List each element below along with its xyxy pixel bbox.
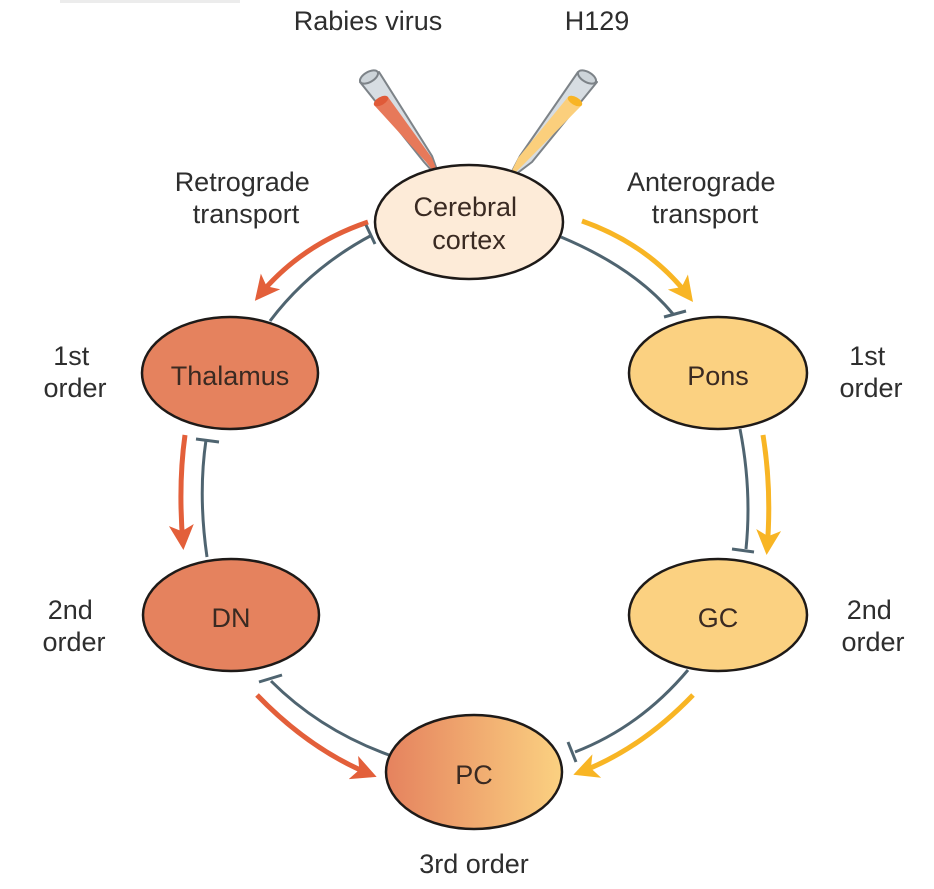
- inhibitory-bar: [195, 437, 220, 444]
- svg-text:Pons: Pons: [687, 361, 749, 391]
- cropped-header-fragment: [60, 0, 240, 3]
- svg-text:DN: DN: [212, 603, 251, 633]
- h129-syringe-icon: [506, 69, 598, 182]
- h129-label: H129: [565, 6, 630, 36]
- inhibitory-line-cortex-pons: [560, 235, 675, 315]
- node-thalamus: Thalamus: [140, 315, 320, 431]
- retrograde-arrow-thalamus-dn: [168, 434, 194, 550]
- node-pons: Pons: [627, 315, 809, 431]
- inhibitory-line-thalamus-cortex: [268, 233, 373, 322]
- inhibitory-bar: [258, 673, 283, 684]
- node-cerebral-cortex: Cerebral cortex: [373, 163, 565, 281]
- inhibitory-bar: [566, 741, 578, 763]
- inhibitory-line-dn-thalamus: [200, 439, 209, 558]
- svg-text:PC: PC: [455, 760, 493, 790]
- retrograde-transport-label: Retrograde transport: [175, 167, 318, 229]
- svg-text:GC: GC: [698, 603, 739, 633]
- inhibitory-bar: [663, 309, 687, 319]
- anterograde-arrow-gc-pc: [573, 693, 695, 778]
- node-pc: PC: [384, 713, 564, 831]
- inhibitory-line-gc-pc: [574, 669, 690, 754]
- inhibitory-bar: [364, 224, 377, 245]
- rabies-virus-label: Rabies virus: [294, 6, 443, 36]
- node-gc: GC: [627, 557, 809, 673]
- retrograde-arrow-dn-pc: [255, 693, 377, 780]
- inhibitory-bar: [731, 547, 755, 554]
- svg-text:Thalamus: Thalamus: [171, 361, 290, 391]
- inhibitory-line-pc-dn: [269, 679, 390, 757]
- svg-text:Cerebral cortex: Cerebral cortex: [413, 192, 524, 255]
- order-label-right-1st: 1st order: [839, 341, 902, 403]
- node-dn: DN: [141, 557, 321, 673]
- inhibitory-line-pons-gc: [738, 428, 750, 550]
- rabies-syringe-icon: [358, 69, 442, 182]
- order-label-right-2nd: 2nd order: [841, 595, 904, 657]
- order-label-3rd: 3rd order: [419, 849, 529, 879]
- order-label-left-2nd: 2nd order: [42, 595, 105, 657]
- order-label-left-1st: 1st order: [43, 341, 106, 403]
- anterograde-transport-label: Anterograde transport: [627, 167, 783, 229]
- anterograde-arrow-cortex-pons: [581, 218, 694, 302]
- rabies-liquid: [374, 97, 441, 181]
- retrograde-arrow-cortex-thalamus: [254, 219, 369, 301]
- h129-liquid: [507, 97, 582, 181]
- anterograde-arrow-pons-gc: [756, 434, 782, 555]
